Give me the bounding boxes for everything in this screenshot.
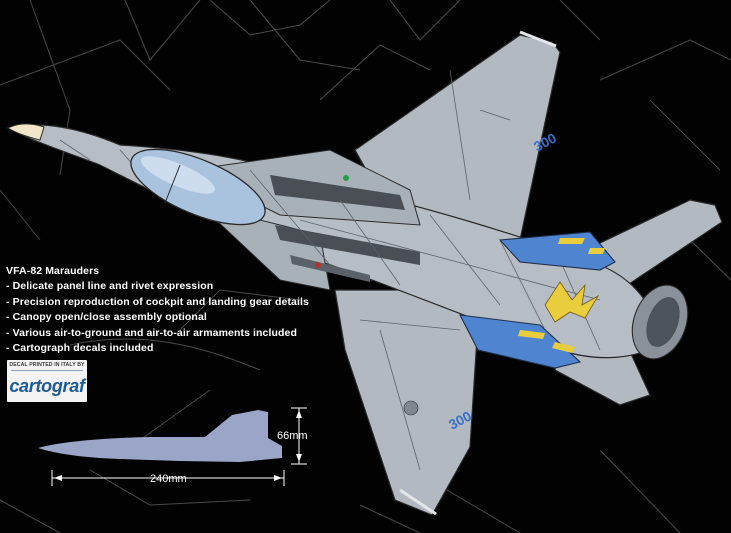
aircraft-canopy-highlight: [140, 156, 216, 194]
aircraft-dark-panel: [290, 255, 370, 282]
feature-list: VFA-82 Marauders - Delicate panel line a…: [6, 264, 309, 356]
feature-item: - Cartograph decals included: [6, 342, 154, 355]
aircraft-roundel: [403, 400, 419, 416]
height-dimension-label: 66mm: [277, 430, 308, 442]
aircraft-exhaust-inner: [646, 297, 680, 347]
cartograf-logo: cartograf: [9, 376, 85, 396]
aircraft-dark-panel: [275, 225, 420, 265]
aircraft-lex-lower: [198, 204, 331, 291]
feature-list-title: VFA-82 Marauders: [6, 265, 100, 277]
aircraft-dark-panel: [270, 175, 405, 210]
decal-badge-caption: DECAL PRINTED IN ITALY BY: [9, 362, 85, 368]
feature-item: - Canopy open/close assembly optional: [6, 311, 207, 324]
aircraft-canopy-frame: [164, 164, 181, 204]
aircraft-wingtip-rail: [519, 30, 557, 48]
feature-item: - Precision reproduction of cockpit and …: [6, 295, 309, 308]
aircraft-nose-cone: [6, 123, 45, 141]
aircraft-upper-fin: [498, 231, 616, 271]
aircraft-lower-fin: [459, 314, 582, 369]
feature-item: - Delicate panel line and rivet expressi…: [6, 280, 214, 293]
cartograf-decal-badge: DECAL PRINTED IN ITALY BY cartograf: [7, 360, 87, 402]
length-dimension-label: 240mm: [150, 473, 187, 485]
aircraft-squadron-emblem: [544, 281, 600, 323]
aircraft-green-light: [343, 175, 349, 181]
aircraft-wingtip-rail: [399, 488, 437, 516]
aircraft-red-light: [315, 262, 321, 268]
aircraft-tail-markings: [518, 238, 605, 353]
feature-item: - Various air-to-ground and air-to-air a…: [6, 326, 297, 339]
decal-badge-divider: [11, 370, 83, 371]
